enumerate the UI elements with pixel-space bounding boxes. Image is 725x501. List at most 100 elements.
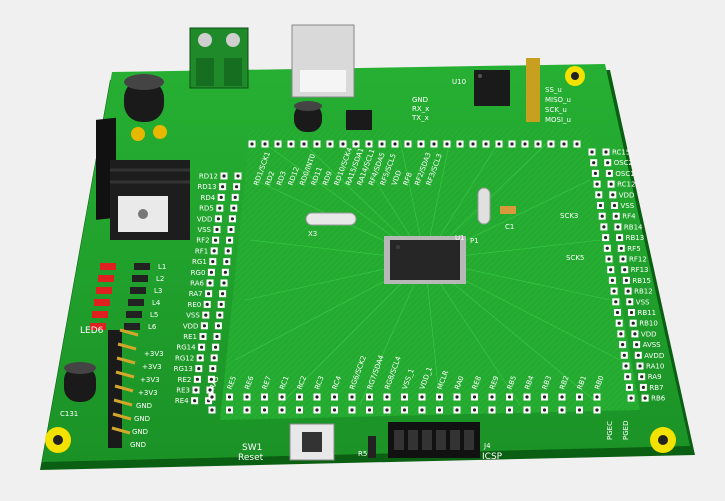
pin-label: VSS <box>636 298 650 306</box>
crystal <box>477 187 491 225</box>
pin-label: RB15 <box>632 277 651 285</box>
pin-pad <box>206 279 214 287</box>
pin-pad <box>278 406 286 414</box>
heatsink-regulator <box>96 117 190 240</box>
left-pin-row: RD12RD13RD4RD5VDDVSSRF2RF1RG1RG0RA6RA7RE… <box>174 172 242 405</box>
pgec-label: PGEC <box>606 421 614 440</box>
header-label: +3V3 <box>140 376 160 384</box>
pin-pad <box>614 223 622 231</box>
pged-label: PGED <box>622 421 630 440</box>
pin-label: RE1 <box>183 333 197 341</box>
pin-pad <box>365 140 373 148</box>
pin-pad <box>617 244 625 252</box>
header-label: GND <box>132 428 148 436</box>
electrolytic-capacitor <box>294 101 322 132</box>
pin-label: RC15 <box>612 149 630 157</box>
electrolytic-capacitor <box>64 362 96 402</box>
pin-pad <box>436 393 443 401</box>
pin-pad <box>348 393 356 401</box>
led-label: L3 <box>154 287 162 295</box>
pin-pad <box>506 393 513 401</box>
serial-labels: GND RX_x TX_x <box>411 96 429 122</box>
pin-pad <box>217 193 225 201</box>
pin-pad <box>248 140 256 148</box>
pin-label: RA10 <box>646 363 664 371</box>
pin-label: RE3 <box>176 387 190 395</box>
pin-pad <box>212 236 220 244</box>
pin-pad <box>331 393 338 401</box>
serial-label: RX_x <box>412 105 429 113</box>
spi-label: MISO_u <box>545 96 571 104</box>
pin-label: RA9 <box>648 373 662 381</box>
pin-pad <box>605 255 613 263</box>
pin-pad <box>608 276 616 284</box>
pin-label: RE4 <box>175 397 189 405</box>
pin-pad <box>488 393 496 401</box>
pin-pad <box>209 258 217 266</box>
pin-pad <box>602 148 610 156</box>
pin-pad <box>207 268 215 276</box>
pin-pad <box>591 169 599 177</box>
pin-pad <box>614 309 621 316</box>
pin-pad <box>195 365 203 373</box>
pin-pad <box>227 226 235 233</box>
power-pin-header <box>108 328 139 448</box>
c131-label: C131 <box>60 410 78 418</box>
pin-label: RB6 <box>651 395 666 403</box>
pin-label: OSC1 <box>615 170 634 178</box>
pin-label: RD5 <box>199 205 214 213</box>
pin-pad <box>638 373 646 381</box>
pin-pad <box>352 140 360 148</box>
tantalum-capacitor <box>153 125 167 139</box>
pin-label: RA6 <box>190 280 204 288</box>
pin-label: VDD <box>641 330 657 338</box>
r5-label: R5 <box>358 450 367 458</box>
pin-pad <box>313 406 321 414</box>
pin-label: RC12 <box>617 181 635 189</box>
pin-pad <box>495 140 503 148</box>
pin-pad <box>202 311 210 319</box>
pin-pad <box>226 406 233 414</box>
pin-pad <box>228 215 236 223</box>
pin-pad <box>209 365 217 373</box>
pin-pad <box>200 322 208 330</box>
pin-pad <box>207 375 215 383</box>
mounting-hole <box>650 427 676 453</box>
pin-pad <box>417 140 425 148</box>
pin-label: RG1 <box>192 258 207 266</box>
pin-pad <box>622 362 630 370</box>
pin-pad <box>508 140 516 148</box>
pin-label: RF2 <box>196 237 209 245</box>
pin-pad <box>205 290 213 298</box>
pin-label: VSS <box>186 312 200 320</box>
pin-pad <box>199 333 207 340</box>
pin-label: RA7 <box>189 290 203 298</box>
pin-pad <box>625 383 633 391</box>
pin-pad <box>611 202 618 209</box>
pin-pad <box>378 140 386 148</box>
pin-pad <box>634 351 642 359</box>
pin-pad <box>607 266 615 274</box>
pin-pad <box>216 204 224 212</box>
electrolytic-capacitor <box>124 74 164 122</box>
pin-pad <box>296 393 303 401</box>
pin-pad <box>192 386 200 394</box>
pin-pad <box>198 343 206 351</box>
pin-label: VDD <box>183 322 199 330</box>
pin-pad <box>223 258 231 266</box>
pin-pad <box>619 341 627 349</box>
pin-pad <box>453 393 461 401</box>
pin-pad <box>331 406 338 414</box>
pin-pad <box>521 140 529 148</box>
pin-pad <box>274 140 282 148</box>
pin-pad <box>210 354 218 362</box>
serial-label: TX_x <box>411 114 429 122</box>
c1-label: C1 <box>505 223 514 231</box>
pin-pad <box>214 215 222 223</box>
pin-pad <box>612 212 620 220</box>
pin-pad <box>313 393 321 401</box>
pin-pad <box>287 140 295 148</box>
pin-pad <box>213 333 221 340</box>
dip-chip <box>474 70 510 106</box>
